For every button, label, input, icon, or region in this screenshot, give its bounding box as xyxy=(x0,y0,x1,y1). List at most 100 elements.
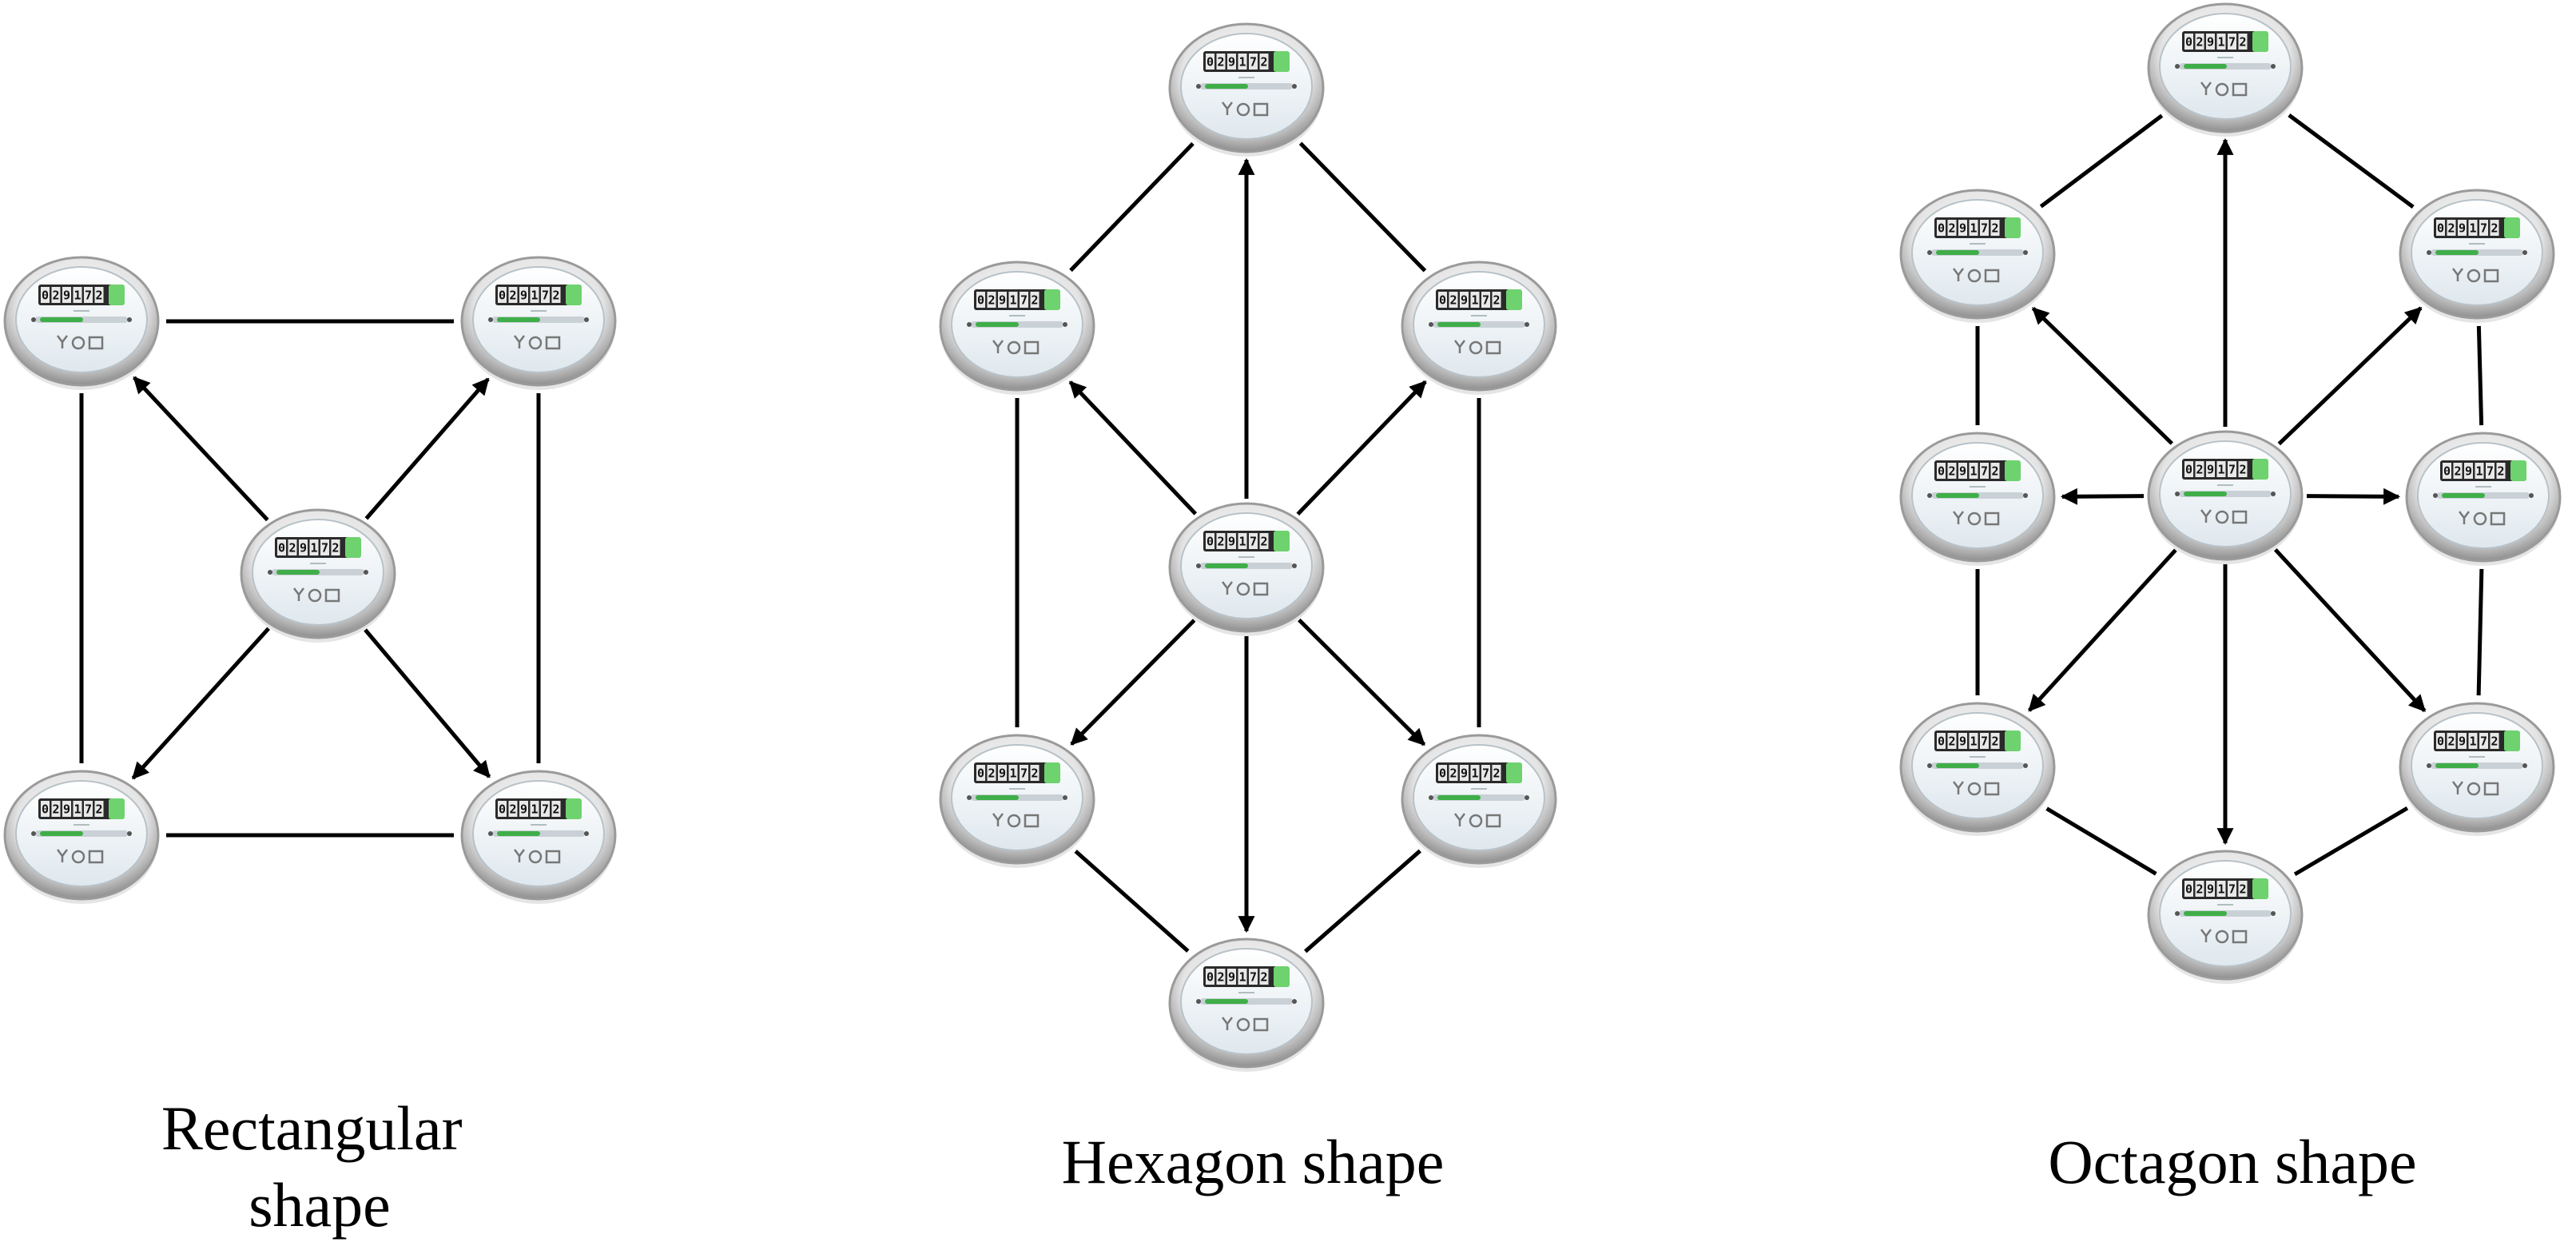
svg-text:0: 0 xyxy=(1938,221,1945,236)
svg-text:9: 9 xyxy=(999,766,1006,781)
arrow-center-to-top-right xyxy=(364,377,490,520)
svg-text:1: 1 xyxy=(1970,221,1977,236)
svg-text:2: 2 xyxy=(1217,55,1224,70)
svg-text:2: 2 xyxy=(509,289,516,303)
svg-text:9: 9 xyxy=(2207,463,2214,477)
svg-text:7: 7 xyxy=(1020,766,1028,781)
svg-text:2: 2 xyxy=(2497,464,2504,479)
svg-text:9: 9 xyxy=(999,293,1006,308)
svg-text:7: 7 xyxy=(1482,766,1489,781)
edges xyxy=(1975,113,2484,877)
svg-text:9: 9 xyxy=(63,289,70,303)
caption-line-1: Hexagon shape xyxy=(1062,1127,1445,1196)
svg-text:0: 0 xyxy=(2443,464,2451,479)
arrow-center-to-top-left xyxy=(133,376,269,522)
edge-right-lower-right xyxy=(2476,568,2484,696)
svg-text:2: 2 xyxy=(509,802,516,817)
svg-text:1: 1 xyxy=(1970,464,1977,479)
svg-text:2: 2 xyxy=(1991,464,1998,479)
svg-text:9: 9 xyxy=(520,289,527,303)
svg-text:7: 7 xyxy=(542,802,549,817)
svg-text:2: 2 xyxy=(1948,221,1955,236)
svg-text:2: 2 xyxy=(1449,293,1457,308)
svg-text:7: 7 xyxy=(1981,734,1988,749)
svg-text:0: 0 xyxy=(2185,35,2192,50)
svg-text:2: 2 xyxy=(1217,970,1224,985)
svg-text:9: 9 xyxy=(1959,221,1966,236)
svg-text:1: 1 xyxy=(74,802,81,817)
svg-text:2: 2 xyxy=(2454,464,2461,479)
svg-text:9: 9 xyxy=(1461,293,1468,308)
svg-text:7: 7 xyxy=(2228,882,2236,897)
edge-lower-right-bottom xyxy=(1304,849,1421,953)
arrow-center-to-upper-right xyxy=(1296,380,1427,516)
svg-text:2: 2 xyxy=(95,289,102,303)
svg-text:0: 0 xyxy=(278,541,285,555)
svg-text:2: 2 xyxy=(1948,734,1955,749)
svg-text:9: 9 xyxy=(2459,221,2466,236)
svg-text:0: 0 xyxy=(2185,463,2192,477)
edge-lower-right-bottom xyxy=(2293,806,2409,877)
svg-text:2: 2 xyxy=(988,766,995,781)
svg-text:2: 2 xyxy=(2239,463,2246,477)
svg-text:7: 7 xyxy=(2480,734,2487,749)
svg-text:7: 7 xyxy=(85,289,92,303)
svg-text:2: 2 xyxy=(552,289,559,303)
svg-text:0: 0 xyxy=(1207,55,1214,70)
svg-text:2: 2 xyxy=(2491,221,2498,236)
arrow-center-to-lower-right xyxy=(1298,618,1426,746)
svg-text:1: 1 xyxy=(2475,464,2483,479)
svg-text:9: 9 xyxy=(1228,970,1235,985)
caption-line-1: Rectangular xyxy=(161,1093,463,1163)
svg-text:7: 7 xyxy=(1250,970,1257,985)
svg-text:0: 0 xyxy=(1938,464,1945,479)
caption-line-2: shape xyxy=(248,1170,391,1240)
svg-text:0: 0 xyxy=(2185,882,2192,897)
svg-text:0: 0 xyxy=(1439,766,1446,781)
svg-text:7: 7 xyxy=(1981,221,1988,236)
svg-text:9: 9 xyxy=(1228,55,1235,70)
arrow-center-to-upper-left xyxy=(1068,380,1198,516)
svg-text:2: 2 xyxy=(2447,221,2455,236)
svg-text:0: 0 xyxy=(1938,734,1945,749)
svg-text:0: 0 xyxy=(1207,535,1214,549)
svg-text:9: 9 xyxy=(63,802,70,817)
svg-text:1: 1 xyxy=(1471,766,1478,781)
svg-text:9: 9 xyxy=(520,802,527,817)
svg-text:7: 7 xyxy=(85,802,92,817)
svg-text:0: 0 xyxy=(2437,734,2444,749)
svg-text:2: 2 xyxy=(1260,970,1267,985)
svg-text:2: 2 xyxy=(2196,882,2203,897)
edge-upper-left-top xyxy=(1069,141,1195,273)
svg-text:2: 2 xyxy=(52,802,59,817)
svg-text:2: 2 xyxy=(1217,535,1224,549)
svg-text:2: 2 xyxy=(1031,293,1038,308)
edge-bottom-lower-left xyxy=(2045,806,2157,876)
svg-text:9: 9 xyxy=(300,541,307,555)
svg-text:7: 7 xyxy=(2228,35,2236,50)
edges xyxy=(79,319,541,838)
svg-text:2: 2 xyxy=(1260,55,1267,70)
svg-text:2: 2 xyxy=(2491,734,2498,749)
svg-text:1: 1 xyxy=(1471,293,1478,308)
svg-text:2: 2 xyxy=(332,541,339,555)
svg-text:2: 2 xyxy=(2196,463,2203,477)
svg-text:9: 9 xyxy=(1228,535,1235,549)
